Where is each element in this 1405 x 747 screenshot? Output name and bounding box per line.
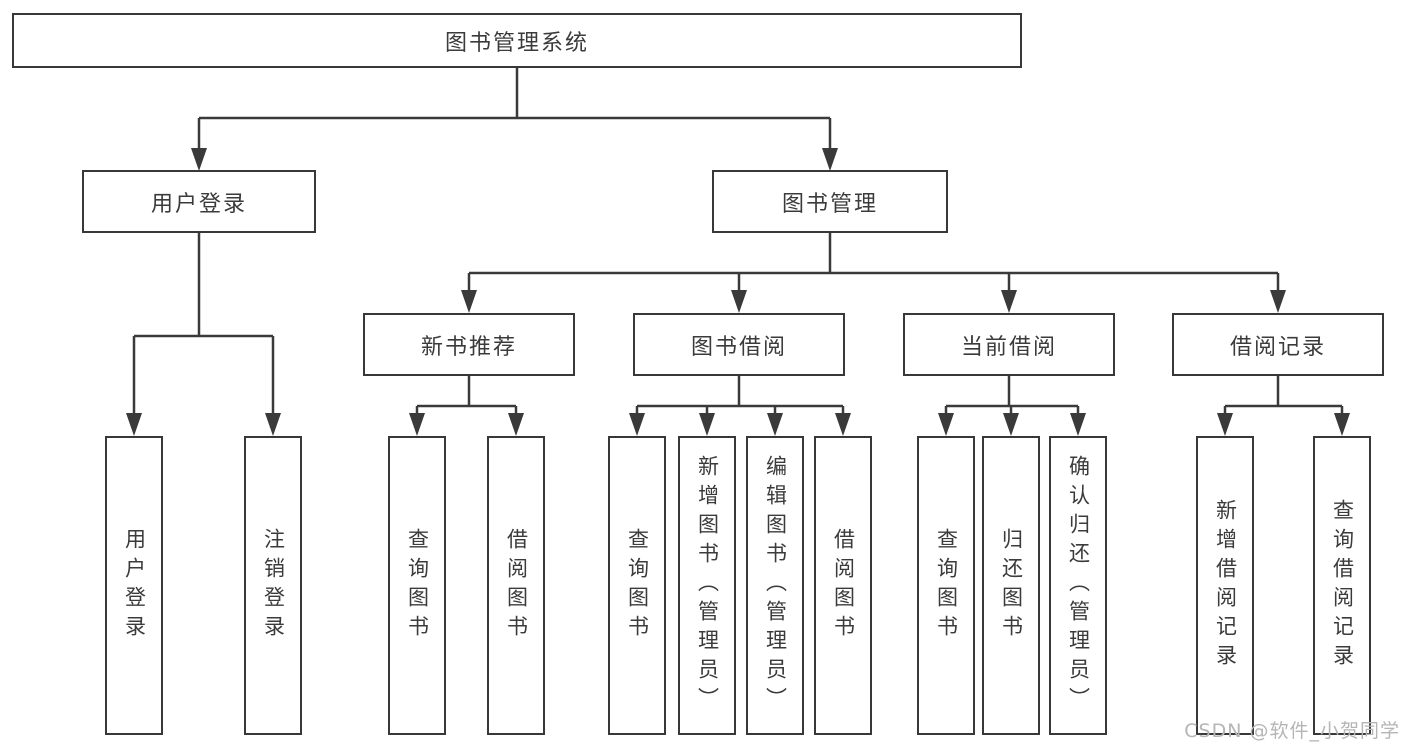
- node-leaf-bb-edit-books: 编辑图书（管理员）: [746, 436, 804, 735]
- arrowhead-icon: [731, 290, 747, 313]
- arrowhead-icon: [1334, 413, 1350, 436]
- arrowhead-icon: [1270, 290, 1286, 313]
- arrowhead-icon: [265, 413, 281, 436]
- connector-new-book-rec-to-leaves: [409, 376, 524, 436]
- node-new-book-recommend: 新书推荐: [363, 313, 575, 376]
- node-book-borrow: 图书借阅: [633, 313, 845, 376]
- node-leaf-logout: 注销登录: [244, 436, 302, 735]
- node-leaf-cb-return-books: 归还图书: [982, 436, 1040, 735]
- node-leaf-br-add-record: 新增借阅记录: [1196, 436, 1254, 735]
- node-leaf-bb-add-books: 新增图书（管理员）: [678, 436, 736, 735]
- arrowhead-icon: [1217, 413, 1233, 436]
- arrowhead-icon: [822, 148, 838, 171]
- node-leaf-bb-query-books: 查询图书: [608, 436, 666, 735]
- connector-borrow-records-to-leaves: [1217, 376, 1350, 436]
- arrowhead-icon: [1001, 290, 1017, 313]
- node-user-login: 用户登录: [82, 170, 316, 233]
- node-leaf-user-login: 用户登录: [105, 436, 163, 735]
- arrowhead-icon: [629, 413, 645, 436]
- arrowhead-icon: [1070, 413, 1086, 436]
- arrowhead-icon: [508, 413, 524, 436]
- node-system-root: 图书管理系统: [12, 13, 1022, 68]
- arrowhead-icon: [409, 413, 425, 436]
- node-leaf-cb-confirm-return: 确认归还（管理员）: [1049, 436, 1107, 735]
- node-leaf-nb-borrow-books: 借阅图书: [487, 436, 545, 735]
- connector-book-borrow-to-leaves: [629, 376, 851, 436]
- arrowhead-icon: [191, 148, 207, 171]
- watermark: CSDN @软件_小贺同学: [1184, 720, 1400, 742]
- connector-current-borrow-to-leaves: [938, 376, 1086, 436]
- connector-book-mgmt-to-level3: [461, 233, 1286, 313]
- arrowhead-icon: [461, 290, 477, 313]
- arrowhead-icon: [1003, 413, 1019, 436]
- arrowhead-icon: [938, 413, 954, 436]
- node-book-management: 图书管理: [712, 170, 948, 233]
- node-borrow-records: 借阅记录: [1172, 313, 1384, 376]
- node-leaf-nb-query-books: 查询图书: [388, 436, 446, 735]
- node-leaf-br-query-record: 查询借阅记录: [1313, 436, 1371, 735]
- arrowhead-icon: [699, 413, 715, 436]
- arrowhead-icon: [767, 413, 783, 436]
- arrowhead-icon: [126, 413, 142, 436]
- node-leaf-cb-query-books: 查询图书: [917, 436, 975, 735]
- connector-user-login-to-leaves: [126, 233, 281, 436]
- node-leaf-bb-borrow-books: 借阅图书: [814, 436, 872, 735]
- connector-root-to-level2: [191, 68, 838, 171]
- arrowhead-icon: [835, 413, 851, 436]
- node-current-borrow: 当前借阅: [903, 313, 1115, 376]
